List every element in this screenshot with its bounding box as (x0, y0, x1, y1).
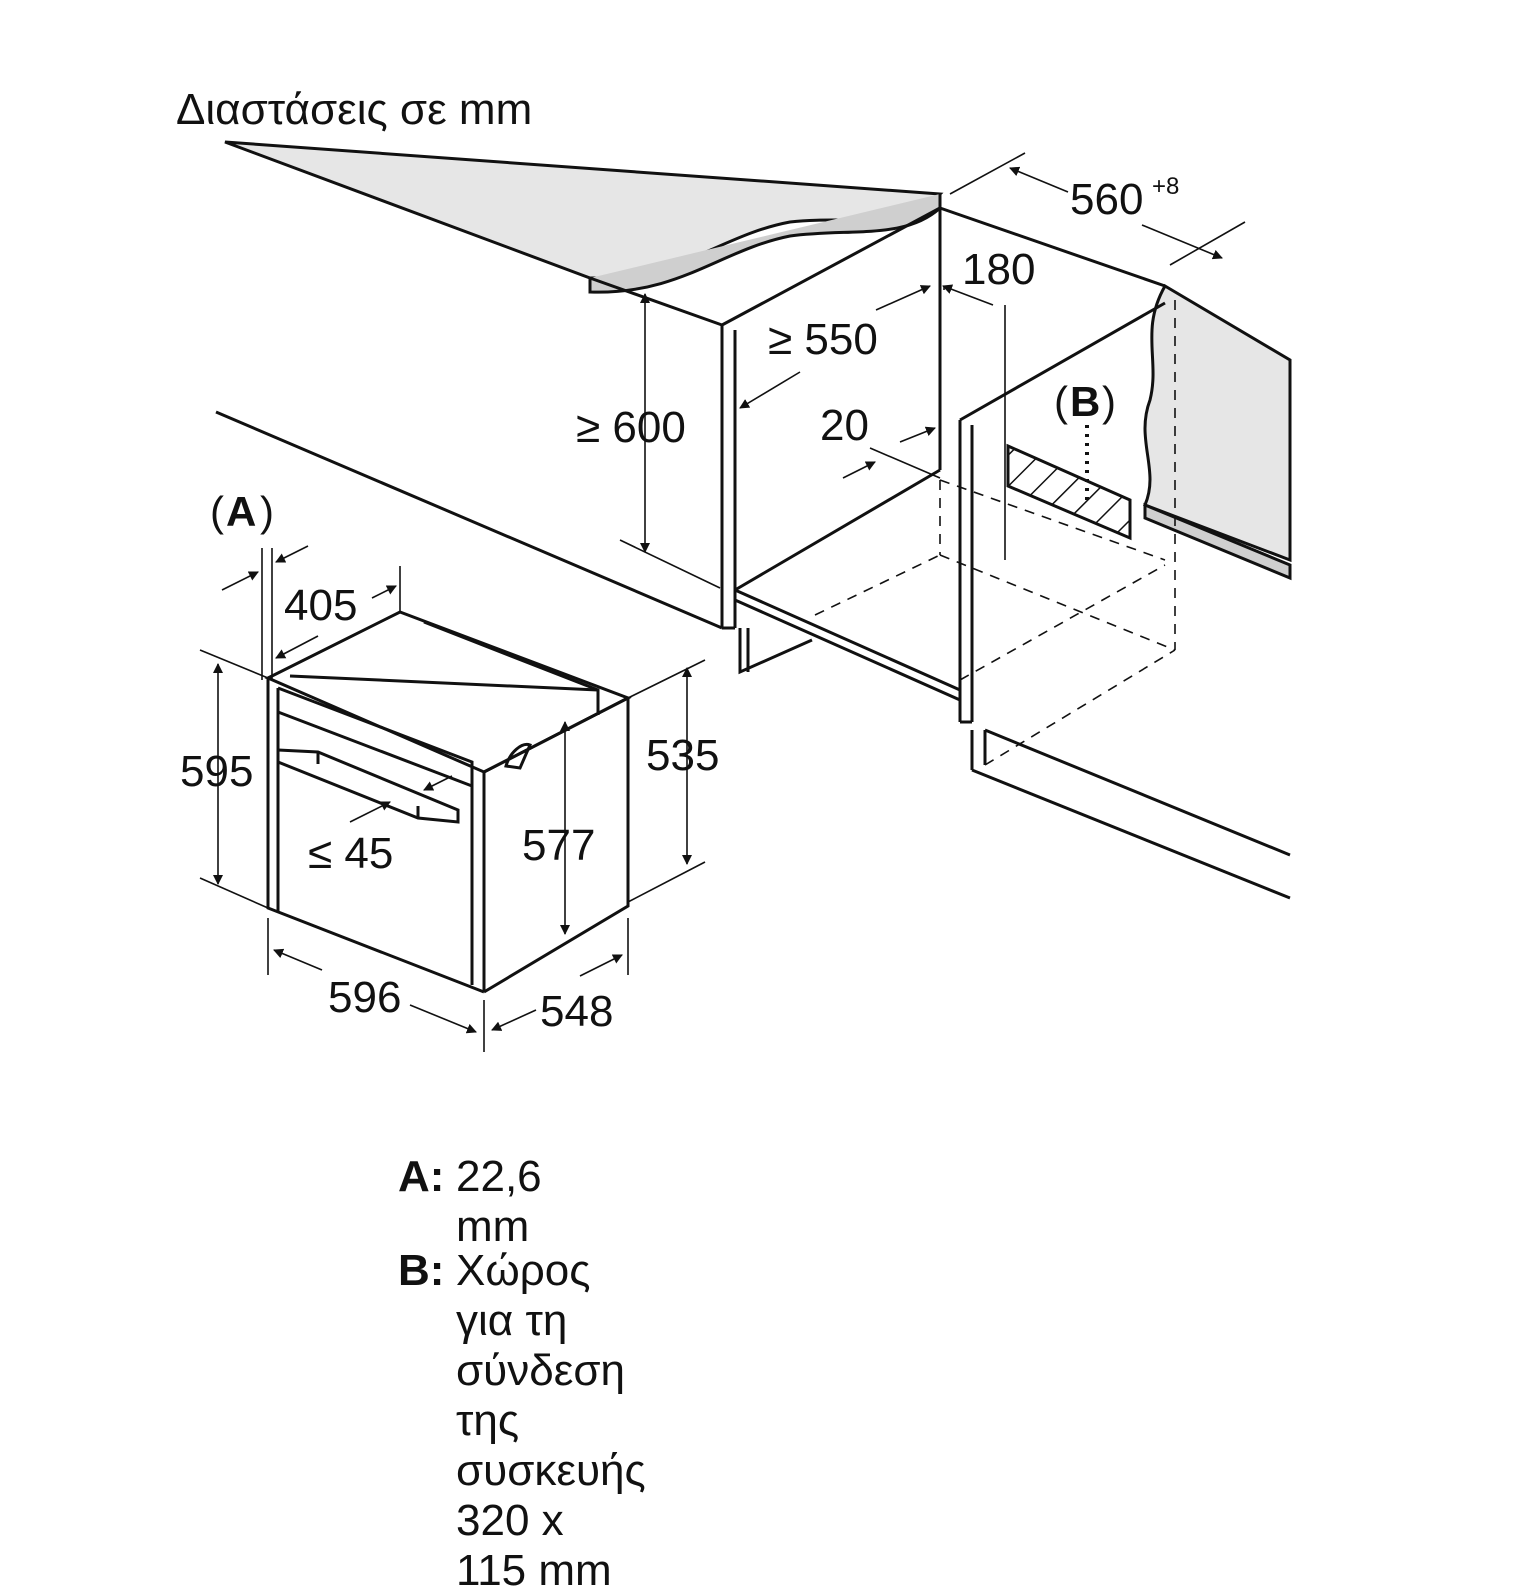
dim-niche-width-tolerance: +8 (1152, 173, 1179, 200)
svg-text:(: ( (210, 488, 224, 535)
dim-handle-projection: ≤ 45 (308, 829, 393, 878)
dim-niche-width: 560 (1070, 175, 1143, 224)
legend-key-b: B: (398, 1246, 445, 1295)
dim-oven-height: 595 (180, 747, 253, 796)
callout-b-letter: B (1070, 378, 1100, 425)
dim-niche-height: ≥ 600 (576, 403, 686, 452)
dim-oven-depth: 548 (540, 987, 613, 1036)
dim-rear-gap: 180 (962, 245, 1035, 294)
dim-niche-depth: ≥ 550 (768, 315, 878, 364)
installation-diagram: Διαστάσεις σε mm (176, 85, 1292, 1052)
dim-oven-width: 596 (328, 973, 401, 1022)
legend-key-a: A: (398, 1152, 445, 1201)
callout-b: ( B ) (1054, 378, 1116, 425)
dim-door-offset: 405 (284, 581, 357, 630)
callout-a-letter: A (226, 488, 256, 535)
countertop-left (224, 140, 944, 294)
legend-text-b: Χώρος για τη σύνδεση της συσκευής 320 x … (456, 1246, 646, 1595)
legend-text-a: 22,6 mm (456, 1152, 542, 1251)
connection-area-b (1006, 443, 1132, 541)
cabinet-niche (215, 206, 1291, 900)
dim-oven-side-depth: 535 (646, 731, 719, 780)
title: Διαστάσεις σε mm (176, 85, 532, 134)
callout-a: ( A ) (210, 488, 274, 535)
dim-front-offset: 20 (820, 401, 869, 450)
svg-text:): ) (1102, 378, 1116, 425)
countertop-right (1143, 283, 1292, 581)
dim-oven-body-height: 577 (522, 821, 595, 870)
svg-text:): ) (260, 488, 274, 535)
oven (264, 610, 632, 994)
dimension-lines (199, 152, 1246, 1052)
svg-text:(: ( (1054, 378, 1068, 425)
